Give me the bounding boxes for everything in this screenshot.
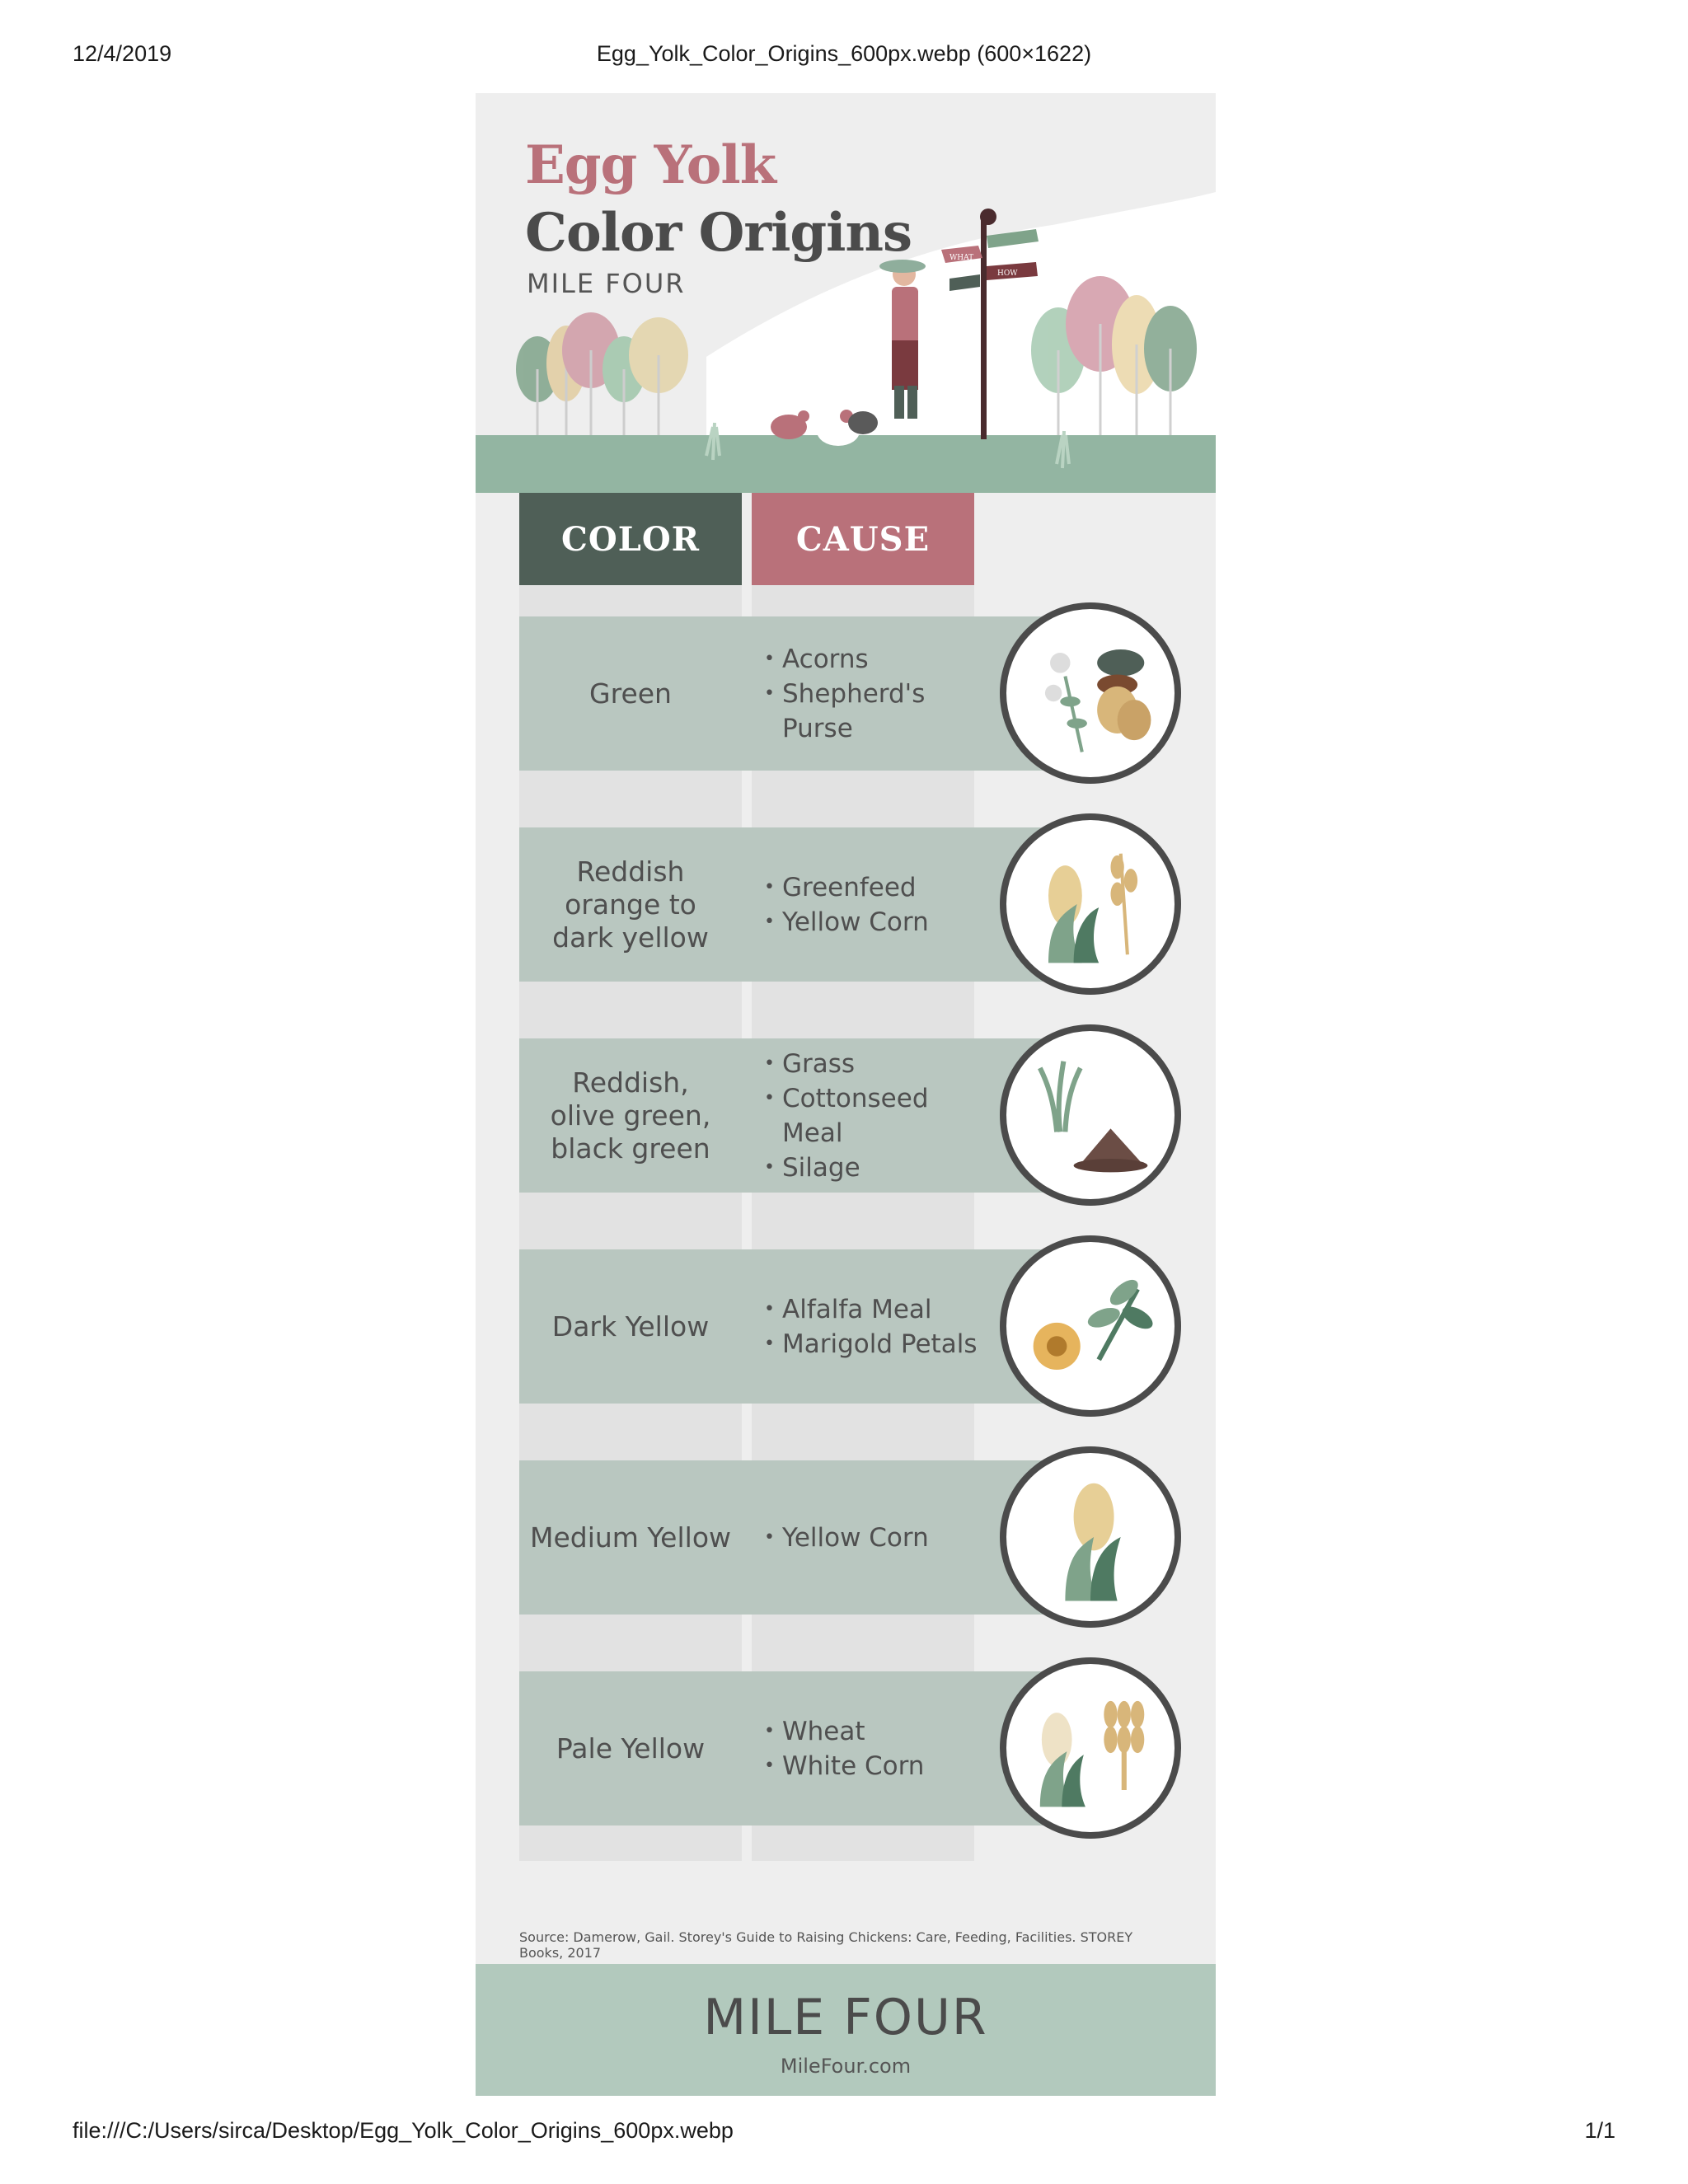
svg-text:HOW: HOW (997, 269, 1018, 278)
row-color-label: Reddish orange to dark yellow (552, 855, 709, 954)
print-page-number: 1/1 (1584, 2118, 1615, 2143)
row-color-label: Pale Yellow (556, 1732, 706, 1765)
cause-item: Yellow Corn (764, 905, 987, 940)
corn-icon (1000, 1446, 1181, 1628)
svg-text:WHAT: WHAT (950, 254, 973, 262)
row-cause-list: AcornsShepherd's Purse (764, 616, 987, 771)
color-header: COLOR (519, 493, 742, 585)
footer-band: MILE FOUR MileFour.com (476, 1964, 1216, 2096)
brand-logo-small: MILE FOUR (527, 268, 686, 299)
row-cause-list: Alfalfa MealMarigold Petals (764, 1249, 987, 1404)
row-cause-list: WheatWhite Corn (764, 1671, 987, 1825)
cause-item: Marigold Petals (764, 1327, 987, 1361)
row-color-label: Dark Yellow (551, 1310, 710, 1343)
title-line-1: Egg Yolk (525, 134, 776, 196)
row-cause-list: GrassCottonseed MealSilage (764, 1038, 987, 1193)
cause-item: Acorns (764, 642, 987, 677)
source-citation: Source: Damerow, Gail. Storey's Guide to… (519, 1929, 1133, 1961)
cause-item: White Corn (764, 1749, 987, 1783)
cause-item: Cottonseed Meal (764, 1081, 987, 1151)
footer-url: MileFour.com (780, 2055, 912, 2078)
cause-header: CAUSE (752, 493, 974, 585)
landscape-illustration: WHAT HOW (476, 192, 1216, 493)
acorn-herb-icon (1000, 602, 1181, 784)
cause-item: Wheat (764, 1714, 987, 1749)
title-line-2: Color Origins (525, 202, 912, 264)
wheat-white-corn-icon (1000, 1657, 1181, 1839)
print-file-path: file:///C:/Users/sirca/Desktop/Egg_Yolk_… (73, 2118, 734, 2143)
row-color-label: Reddish, olive green, black green (550, 1066, 711, 1165)
print-date: 12/4/2019 (73, 41, 172, 66)
infographic-poster: WHAT HOW Egg Yolk Color Origins MILE FOU… (476, 93, 1216, 2096)
row-cause-list: Yellow Corn (764, 1460, 987, 1615)
cause-item: Greenfeed (764, 870, 987, 905)
row-cause-list: GreenfeedYellow Corn (764, 827, 987, 982)
cause-item: Alfalfa Meal (764, 1292, 987, 1327)
print-page-title: Egg_Yolk_Color_Origins_600px.webp (600×1… (596, 41, 1092, 66)
hero-illustration: WHAT HOW Egg Yolk Color Origins MILE FOU… (476, 93, 1216, 493)
footer-brand-logo: MILE FOUR (703, 1989, 988, 2046)
cause-item: Silage (764, 1151, 987, 1185)
color-cause-table: COLOR CAUSE Green AcornsShepherd's PurseR… (476, 493, 1216, 1935)
cause-item: Yellow Corn (764, 1521, 987, 1555)
marigold-alfalfa-icon (1000, 1235, 1181, 1417)
corn-wheat-icon (1000, 813, 1181, 995)
row-color-label: Medium Yellow (529, 1521, 732, 1554)
grass-meal-icon (1000, 1024, 1181, 1206)
cause-item: Shepherd's Purse (764, 677, 987, 746)
row-color-label: Green (589, 677, 672, 710)
cause-item: Grass (764, 1047, 987, 1081)
